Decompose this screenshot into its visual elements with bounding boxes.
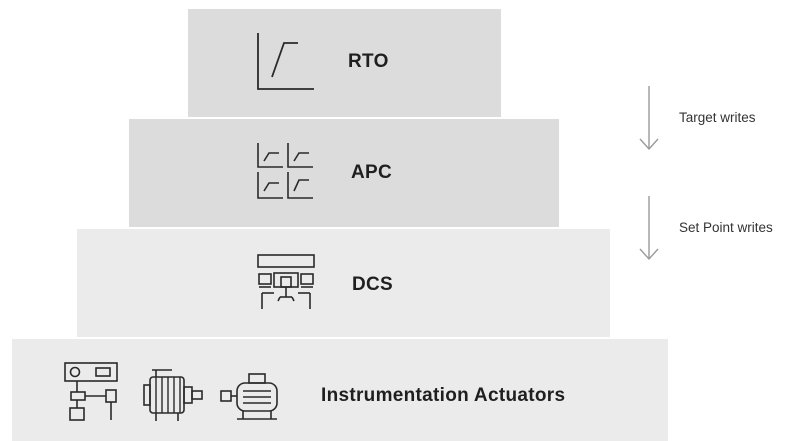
tier-label-instrumentation: Instrumentation Actuators [321,385,566,406]
down-arrow-icon [638,84,660,157]
step-response-icon [256,31,316,93]
annotation-target-writes: Target writes [679,110,756,125]
tier-instrumentation: Instrumentation Actuators [12,339,668,441]
motor-icon [142,367,206,425]
tier-label-apc: APC [351,162,393,183]
annotation-set-point-writes: Set Point writes [679,220,773,235]
control-console-icon [256,253,318,313]
tier-rto: RTO [188,9,501,117]
tier-dcs: DCS [77,229,610,337]
transmitter-icon [62,360,122,424]
down-arrow-icon [638,194,660,267]
tier-label-dcs: DCS [352,274,394,295]
multi-step-response-icon [255,140,317,202]
tier-label-rto: RTO [348,51,389,72]
tier-apc: APC [129,119,559,227]
pump-icon [219,371,283,423]
